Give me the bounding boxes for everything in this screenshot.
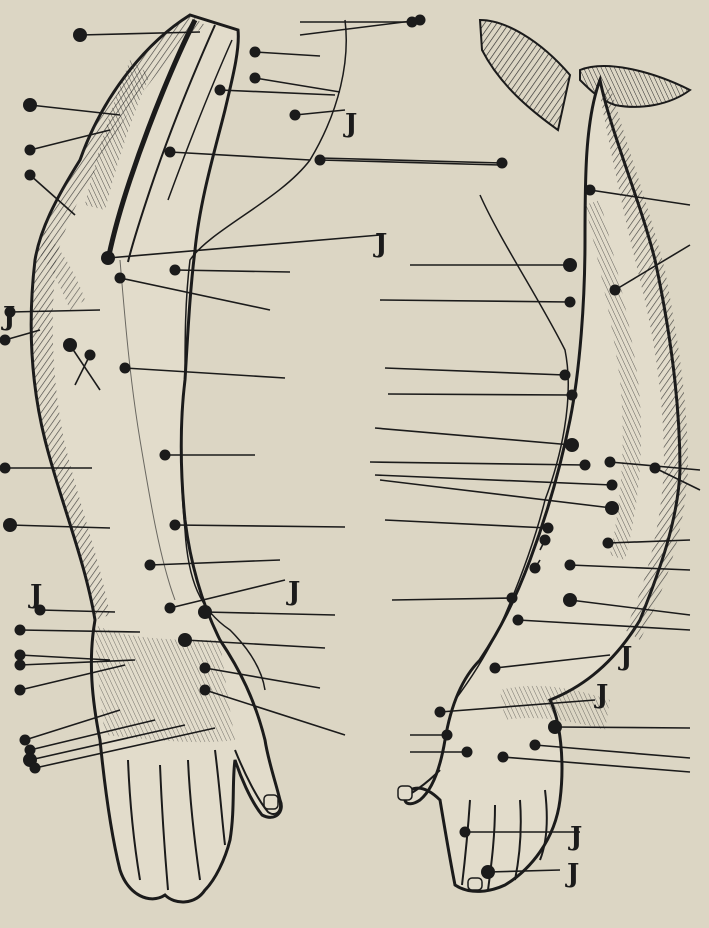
pin-head: [580, 460, 591, 471]
pin-head: [567, 390, 578, 401]
pin-head: [15, 650, 26, 661]
pointer-line: [220, 90, 335, 95]
pin-head: [63, 338, 77, 352]
pin-head: [115, 273, 126, 284]
pin-head: [607, 480, 618, 491]
left-arm: [31, 15, 281, 902]
pin-head: [160, 450, 171, 461]
pin-head: [548, 720, 562, 734]
j-mark-7: J: [594, 680, 608, 710]
pin-head: [170, 265, 181, 276]
pin-head: [165, 603, 176, 614]
right-shoulder-block: [480, 20, 570, 130]
pin-head: [560, 370, 571, 381]
pin-head: [481, 865, 495, 879]
pin-head: [565, 297, 576, 308]
pin-head: [563, 258, 577, 272]
pin-head: [650, 463, 661, 474]
pin-head: [30, 763, 41, 774]
j-mark-4: J: [28, 580, 42, 610]
pin-head: [170, 520, 181, 531]
pin-head: [0, 335, 11, 346]
pin-head: [25, 145, 36, 156]
pin-head: [165, 147, 176, 158]
pin-head: [543, 523, 554, 534]
pin-head: [200, 685, 211, 696]
pin-head: [25, 170, 36, 181]
pointer-line: [388, 394, 572, 395]
pointer-line: [255, 52, 320, 56]
pin-head: [565, 438, 579, 452]
pointer-line: [375, 428, 572, 445]
pin-head: [442, 730, 453, 741]
pin-head: [250, 73, 261, 84]
pin-head: [530, 740, 541, 751]
pin-head: [603, 538, 614, 549]
pointer-line: [385, 520, 548, 528]
pin-head: [460, 827, 471, 838]
j-mark-2: J: [373, 229, 387, 259]
pointer-line: [255, 78, 340, 92]
pin-head: [198, 605, 212, 619]
pin-head: [178, 633, 192, 647]
pin-head: [462, 747, 473, 758]
pin-head: [498, 752, 509, 763]
pin-head: [15, 625, 26, 636]
pin-head: [23, 98, 37, 112]
pin-head: [497, 158, 508, 169]
pin-head: [585, 185, 596, 196]
pin-head: [563, 593, 577, 607]
pin-head: [435, 707, 446, 718]
pointer-line: [555, 727, 690, 728]
pin-head: [513, 615, 524, 626]
pin-head: [507, 593, 518, 604]
pin-head: [610, 285, 621, 296]
pin-head: [120, 363, 131, 374]
pointer-line: [385, 368, 565, 375]
j-mark-3: J: [1, 302, 15, 332]
pointer-line: [380, 300, 570, 302]
pin-head: [20, 735, 31, 746]
j-mark-9: J: [565, 859, 579, 889]
pin-head: [73, 28, 87, 42]
j-mark-1: J: [343, 109, 357, 139]
pointer-line: [295, 110, 345, 115]
pin-head: [530, 563, 541, 574]
pin-head: [407, 17, 418, 28]
pin-head: [145, 560, 156, 571]
pin-head: [565, 560, 576, 571]
pin-head: [540, 535, 551, 546]
pin-head: [605, 457, 616, 468]
pin-head: [290, 110, 301, 121]
pointer-line: [205, 612, 335, 615]
pin-head: [85, 350, 96, 361]
pin-head: [200, 663, 211, 674]
pin-head: [3, 518, 17, 532]
pointer-line: [175, 525, 345, 527]
pin-head: [250, 47, 261, 58]
pointer-line: [370, 462, 585, 465]
pointer-line: [392, 598, 512, 600]
j-mark-5: J: [286, 577, 300, 607]
pin-head: [0, 463, 11, 474]
pin-head: [215, 85, 226, 96]
pin-head: [101, 251, 115, 265]
pin-head: [605, 501, 619, 515]
pin-head: [15, 685, 26, 696]
pin-head: [15, 660, 26, 671]
pin-head: [490, 663, 501, 674]
j-mark-8: J: [568, 822, 582, 852]
j-mark-6: J: [618, 642, 632, 672]
pin-head: [315, 155, 326, 166]
